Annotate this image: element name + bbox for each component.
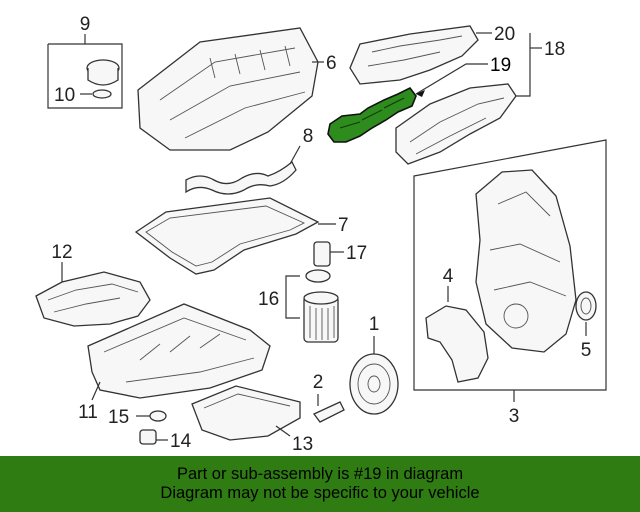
oil-pan-upper: [87, 303, 271, 399]
intake-manifold-detail: [409, 97, 505, 155]
timing-cover-seal-bore: [503, 303, 529, 329]
oil-pan-lower: [191, 385, 301, 441]
filler-cap-seal: [92, 89, 112, 99]
intake-set-group: [327, 25, 542, 165]
timing-cover-gasket-4: [425, 305, 489, 383]
valve-cover-ribs: [159, 47, 306, 139]
drain-plug-washer: [149, 410, 167, 422]
crank-bolt: [312, 401, 345, 423]
engine-cover-20: [349, 25, 479, 85]
callout-label-20: 20: [494, 24, 515, 45]
leader-13: [275, 425, 291, 437]
timing-cover: [475, 169, 577, 353]
oil-pan-lower-group: [191, 385, 301, 441]
oil-pan-upper-ribs: [103, 317, 255, 383]
callout-label-9: 9: [80, 14, 91, 35]
callout-label-8: 8: [303, 126, 314, 147]
valve-cover-coils: [209, 45, 291, 79]
engine-cover-20-detail: [367, 35, 463, 67]
callout-label-7: 7: [338, 215, 349, 236]
front-upper-part-12-detail: [47, 283, 139, 313]
lower-gasket-group: [134, 197, 336, 275]
intake-gasket-19-ports: [339, 97, 405, 129]
drain-plug-group: [136, 410, 168, 445]
oil-filter-top: [303, 291, 339, 305]
callout-label-18: 18: [544, 39, 565, 60]
callout-label-3: 3: [509, 406, 520, 427]
front-seal-5: [575, 291, 597, 321]
cover-gasket-group: [185, 145, 301, 195]
exploded-parts-diagram: 1 2 3 4 5 6 7 8 9 10 11 12 13 14 15 16 1…: [35, 14, 607, 455]
front-seal-5-inner: [580, 297, 592, 315]
intake-manifold: [395, 83, 517, 165]
valve-cover: [137, 27, 319, 151]
leader-8: [289, 145, 301, 165]
notice-line-2: Diagram may not be specific to your vehi…: [160, 484, 480, 502]
callout-label-17: 17: [346, 243, 367, 264]
lower-gasket-inner: [145, 205, 306, 267]
callout-label-5: 5: [581, 340, 592, 361]
callout-label-19: 19: [490, 55, 511, 76]
harmonic-balancer: [349, 353, 399, 415]
balancer-hub: [367, 375, 381, 393]
callout-label-6: 6: [326, 53, 337, 74]
bolt-group: [312, 394, 345, 423]
oil-filter-adapter: [313, 241, 331, 267]
callout-label-10: 10: [54, 85, 75, 106]
oil-filler-cap-body: [87, 68, 119, 86]
filter-adapter-group: [313, 241, 344, 267]
callout-label-1: 1: [369, 314, 380, 335]
balancer-groove: [357, 363, 391, 405]
oil-pan-lower-detail: [203, 393, 291, 409]
callout-label-12: 12: [51, 242, 72, 263]
valve-cover-group: [137, 27, 324, 151]
cover-gasket: [185, 160, 297, 195]
callout-label-15: 15: [108, 407, 129, 428]
bracket-16: [285, 275, 300, 319]
timing-cover-group: [413, 139, 607, 402]
front-upper-part-12: [35, 271, 151, 327]
drain-plug: [139, 429, 157, 445]
oil-pan-upper-group: [87, 303, 271, 401]
callout-label-11: 11: [78, 402, 98, 423]
callout-label-4: 4: [443, 266, 454, 287]
leader-11: [91, 381, 101, 401]
callout-label-13: 13: [292, 434, 313, 455]
callout-label-16: 16: [258, 289, 279, 310]
bracket-18: [516, 33, 531, 97]
leader-19: [415, 63, 488, 95]
callout-9-box: [47, 43, 123, 109]
oil-filler-cap-group: [47, 34, 123, 109]
notice-line-1: Part or sub-assembly is #19 in diagram: [176, 465, 464, 483]
callout-3-box: [413, 139, 607, 391]
callout-label-2: 2: [313, 372, 324, 393]
lower-gasket: [134, 197, 320, 275]
filter-seal: [305, 269, 331, 283]
oil-filter-group: [285, 269, 339, 343]
upper-bracket-group: [35, 262, 151, 327]
timing-cover-ribs: [489, 191, 567, 297]
oil-filter-pleats: [309, 306, 335, 340]
callout-label-14: 14: [170, 431, 192, 452]
leader-19-arrow: [416, 90, 425, 97]
balancer-group: [349, 336, 399, 415]
notice-banner: Part or sub-assembly is #19 in diagram D…: [0, 456, 640, 512]
